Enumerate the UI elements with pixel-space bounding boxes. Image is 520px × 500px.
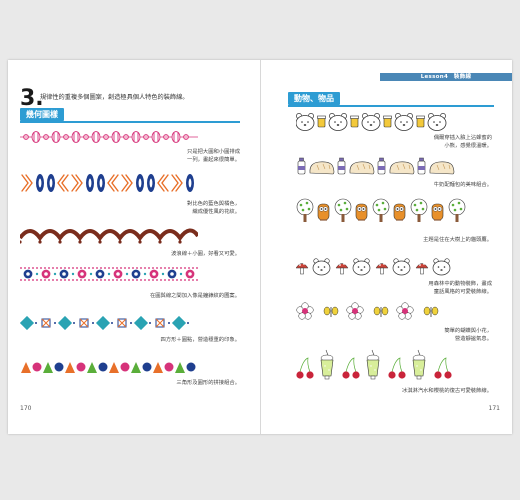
caption-line: 一列，畫起來很簡單。 xyxy=(187,156,240,163)
motif-row-flowers-butterflies xyxy=(296,302,466,320)
caption-line: 對比色的藍色與橘色， xyxy=(187,201,240,207)
book-spread: 3. 規律性的重複多個圖案，創造極具個人特色的裝飾線。 幾何圖樣 xyxy=(8,60,512,434)
caption-row-4: 在圓與線之間加入像是鐘錶紋的圖案。 xyxy=(150,293,240,301)
caption-line: 在圓與線之間加入像是鐘錶紋的圖案。 xyxy=(149,293,240,299)
book-gutter xyxy=(260,60,261,434)
motif-row-soda-cherries xyxy=(296,348,466,382)
caption-row-5: 四方形＋圓點，營造穩重的印象。 xyxy=(161,337,240,345)
caption-line: 營造靜謐氣息。 xyxy=(454,335,492,342)
caption-line: 偶爾穿插入臉上沾蜂蜜的 xyxy=(433,135,492,141)
section-tag-animals: 動物、物品 xyxy=(288,92,340,105)
right-page: Lesson4 裝飾線 動物、物品 xyxy=(260,60,512,434)
caption-row-r3: 主題是住在大樹上的貓頭鷹。 xyxy=(423,237,492,245)
caption-row-1: 只是把大圓和小圓排成 一列，畫起來很簡單。 xyxy=(187,149,240,164)
caption-row-r4: 用森林中的動物裝飾，畫成 童話風格的可愛裝飾線。 xyxy=(428,281,492,296)
caption-row-r2: 牛奶配麵包的美味組合。 xyxy=(434,182,492,190)
caption-line: 簡單的蝴蝶與小花， xyxy=(444,328,492,334)
caption-row-r1: 偶爾穿插入臉上沾蜂蜜的 小熊，感覺很溫暖。 xyxy=(434,135,492,150)
section-tag-geometric: 幾何圖樣 xyxy=(20,108,64,121)
page-number-right: 171 xyxy=(488,405,500,412)
step-instruction: 規律性的重複多個圖案，創造極具個人特色的裝飾線。 xyxy=(40,94,189,101)
caption-line: 用森林中的動物裝飾，畫成 xyxy=(428,281,492,287)
caption-row-r6: 冰淇淋汽水和櫻桃的復古可愛裝飾線。 xyxy=(402,388,492,396)
caption-line: 只是把大圓和小圓排成 xyxy=(187,149,240,155)
caption-line: 三角形及圓形的拼接組合。 xyxy=(176,380,240,386)
caption-line: 波浪線＋小圓，好看又可愛。 xyxy=(171,251,240,257)
caption-row-r5: 簡單的蝴蝶與小花， 營造靜謐氣息。 xyxy=(444,328,492,343)
pattern-row-chevrons xyxy=(20,172,198,194)
motif-row-bears xyxy=(296,110,466,132)
caption-line: 主題是住在大樹上的貓頭鷹。 xyxy=(423,237,492,243)
pattern-row-circles xyxy=(20,130,198,144)
caption-line: 織成優性風的花紋。 xyxy=(192,208,240,215)
motif-row-milk-bread xyxy=(296,156,466,176)
section-tag-underline xyxy=(20,121,240,123)
caption-line: 小熊，感覺很溫暖。 xyxy=(444,142,492,149)
caption-row-6: 三角形及圓形的拼接組合。 xyxy=(176,380,240,388)
caption-row-2: 對比色的藍色與橘色， 織成優性風的花紋。 xyxy=(187,201,240,216)
pattern-row-triangles xyxy=(20,360,198,374)
caption-line: 童話風格的可愛裝飾線。 xyxy=(433,288,492,295)
section-tag-underline xyxy=(288,105,494,107)
lesson-header: Lesson4 裝飾線 xyxy=(380,73,512,81)
caption-line: 牛奶配麵包的美味組合。 xyxy=(433,182,492,188)
motif-row-trees-owls xyxy=(296,198,466,224)
pattern-row-medallions xyxy=(20,265,198,283)
left-page: 3. 規律性的重複多個圖案，創造極具個人特色的裝飾線。 幾何圖樣 xyxy=(8,60,260,434)
pattern-row-squares xyxy=(20,316,198,330)
step-number: 3. xyxy=(20,86,44,111)
caption-line: 四方形＋圓點，營造穩重的印象。 xyxy=(160,337,240,343)
pattern-row-waves xyxy=(20,224,198,244)
caption-line: 冰淇淋汽水和櫻桃的復古可愛裝飾線。 xyxy=(401,388,492,394)
page-number-left: 170 xyxy=(20,405,32,412)
motif-row-forest-animals xyxy=(296,255,466,277)
caption-row-3: 波浪線＋小圓，好看又可愛。 xyxy=(171,251,240,259)
